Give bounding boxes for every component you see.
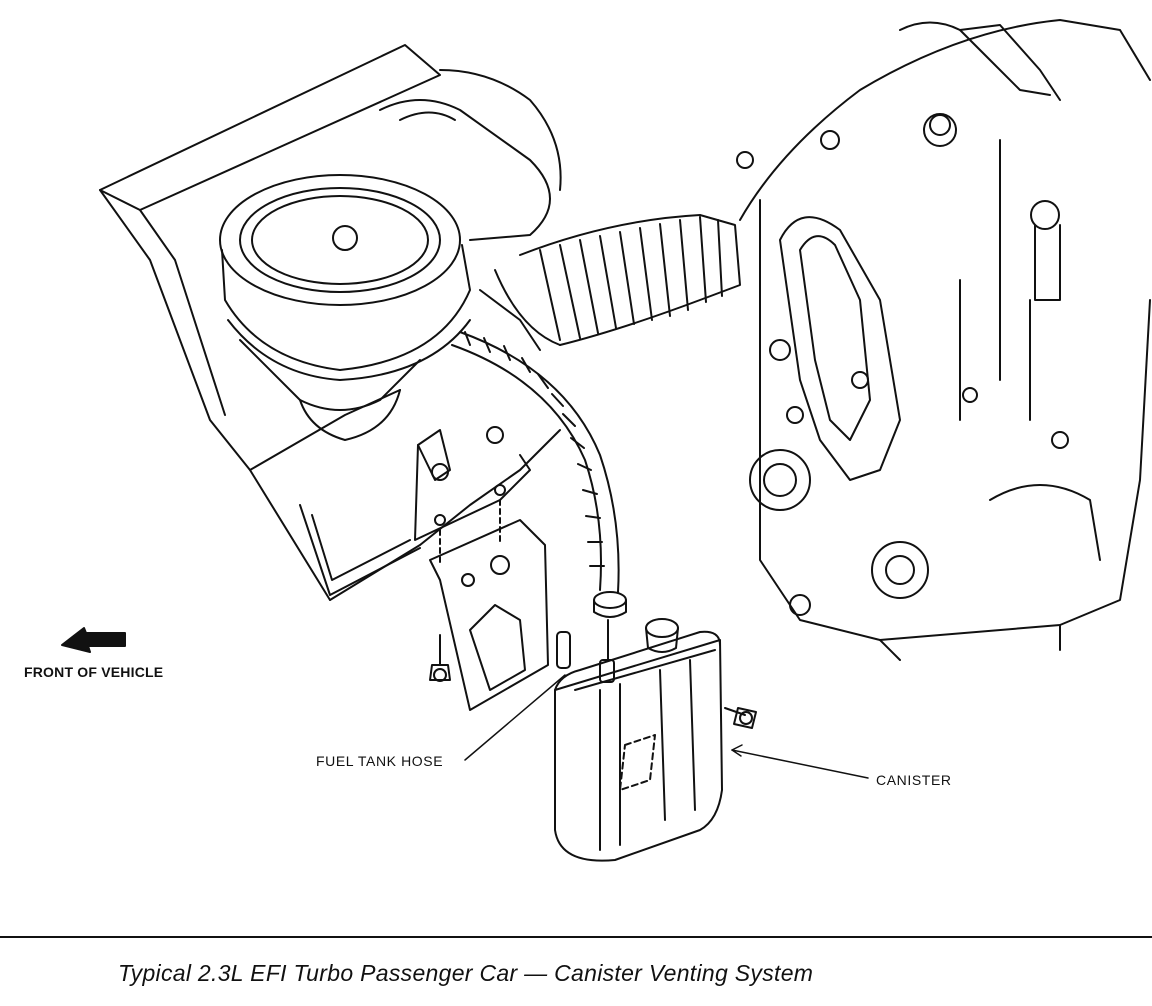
mounting-bracket bbox=[414, 426, 549, 711]
canister-label: CANISTER bbox=[876, 772, 952, 788]
figure-caption: Typical 2.3L EFI Turbo Passenger Car — C… bbox=[118, 960, 814, 986]
hose-clamp bbox=[593, 591, 627, 661]
fuel-tank-hose-label: FUEL TANK HOSE bbox=[316, 753, 444, 769]
leader-lines bbox=[464, 674, 869, 779]
front-arrow-icon bbox=[61, 627, 126, 653]
intake-duct bbox=[479, 214, 741, 351]
charcoal-canister bbox=[554, 618, 723, 862]
engine-block bbox=[736, 19, 1151, 661]
front-of-vehicle-label: FRONT OF VEHICLE bbox=[24, 664, 164, 680]
fuel-tank-hose-fitting bbox=[556, 631, 571, 669]
air-cleaner bbox=[219, 69, 562, 441]
bolt-left bbox=[429, 634, 451, 682]
vapor-hose bbox=[451, 331, 620, 593]
fender-apron bbox=[99, 44, 561, 601]
caption-divider bbox=[0, 936, 1152, 938]
bolt-right bbox=[724, 707, 757, 729]
